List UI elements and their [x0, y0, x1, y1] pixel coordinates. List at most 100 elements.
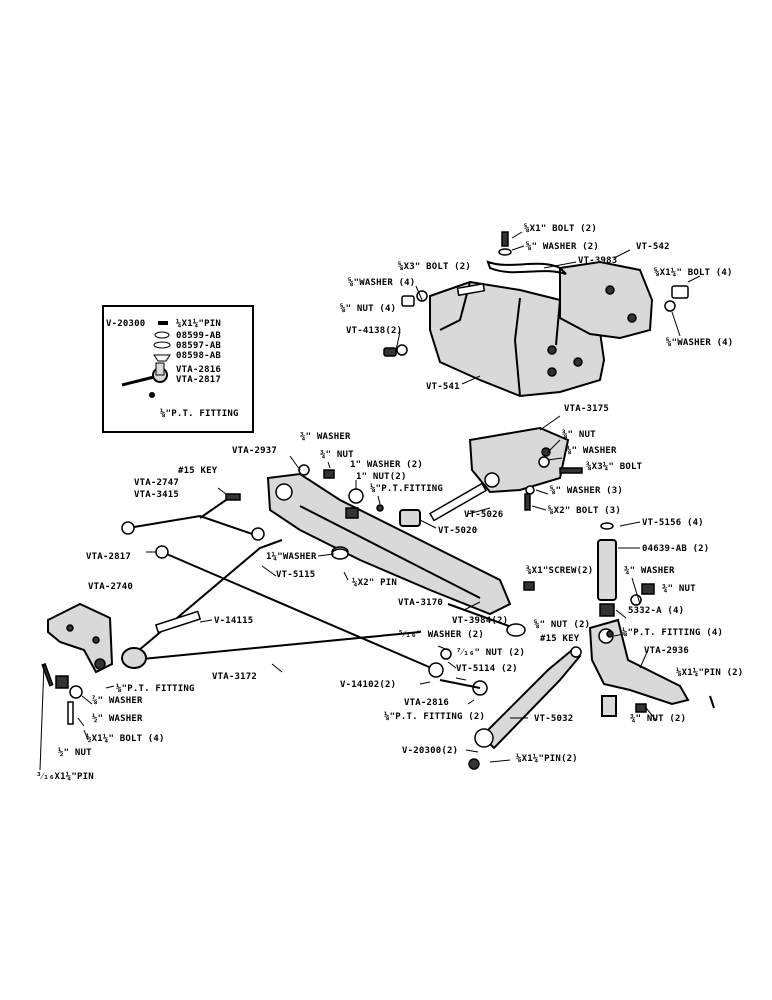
label-vt-5020: VT-5020 — [438, 526, 478, 536]
inset-label-08599: 08599-AB — [176, 331, 221, 341]
bracket-2740-hardware — [39, 663, 83, 771]
label-vt-5115: VT-5115 — [276, 570, 316, 580]
inset-label-08597: 08597-AB — [176, 341, 221, 351]
label-v-14102: V-14102(2) — [340, 680, 397, 690]
label-vta-2816: VTA-2816 — [404, 698, 449, 708]
label-washer-58-3: ⅝" WASHER (3) — [550, 486, 624, 496]
label-vt-4138: VT-4138(2) — [346, 326, 403, 336]
label-vta-3170: VTA-3170 — [398, 598, 443, 608]
label-bolt-58x114: ⅝X1¼" BOLT (4) — [654, 268, 733, 278]
label-pin-316x114: ³⁄₁₆X1¼"PIN — [36, 772, 94, 782]
inset-label-fitting: ⅛"P.T. FITTING — [160, 409, 239, 419]
label-pt-fitting-a: ⅛"P.T.FITTING — [370, 484, 444, 494]
label-washer-38: ⅜" WASHER — [566, 446, 617, 456]
label-pin-14x2: ¼X2" PIN — [352, 578, 397, 588]
label-washer-516: ⁵⁄₁₆" WASHER (2) — [398, 630, 484, 640]
label-vt-542: VT-542 — [636, 242, 670, 252]
inset-label-vta2816: VTA-2816 — [176, 365, 221, 375]
label-bolt-38x3: ⅜X3¼" BOLT — [586, 462, 643, 472]
inset-pin-shape — [158, 321, 168, 325]
inset-label-08598: 08598-AB — [176, 351, 221, 361]
spindle-hardware — [606, 583, 715, 713]
label-vt-5114: VT-5114 (2) — [456, 664, 518, 674]
label-04639: 04639-AB (2) — [642, 544, 710, 554]
inset-stud-shape — [121, 375, 155, 387]
label-vt-3984: VT-3984(2) — [452, 616, 509, 626]
label-pt-fitting-2: ⅛"P.T. FITTING (2) — [384, 712, 486, 722]
label-vt-5032: VT-5032 — [534, 714, 574, 724]
label-washer-34: ¾" WASHER — [300, 432, 351, 442]
label-nut-1: 1" NUT(2) — [356, 472, 407, 482]
label-washer-58-4: ⅝"WASHER (4) — [348, 278, 416, 288]
label-vta-2937: VTA-2937 — [232, 446, 277, 456]
label-nut-34-a: ¾" NUT — [320, 450, 354, 460]
inset-label-v20300: V-20300 — [106, 319, 146, 329]
leader-lines — [77, 231, 701, 763]
inset-neck-shape — [155, 362, 165, 376]
label-pt-fitting-4: ⅛"P.T. FITTING (4) — [622, 628, 724, 638]
bracket-vta-2740 — [47, 602, 114, 674]
label-vta-2740: VTA-2740 — [88, 582, 133, 592]
inset-fitting-shape — [149, 392, 155, 398]
bolt-v-14115 — [154, 610, 202, 634]
label-washer-114: 1¼"WASHER — [266, 552, 317, 562]
tie-rod-end-vta-2816 — [439, 581, 535, 770]
nut-washer-left-top — [383, 290, 428, 357]
tie-rod-vt-5115 — [155, 545, 444, 678]
bolt-58x3 — [456, 282, 486, 297]
label-screw-38x1: ⅜X1"SCREW(2) — [526, 566, 594, 576]
label-nut-716: ⁷⁄₁₆" NUT (2) — [456, 648, 526, 658]
label-v-14115: V-14115 — [214, 616, 254, 626]
inset-seal-shape — [153, 341, 171, 349]
label-pin-18x114-b: ⅛X1¼"PIN(2) — [516, 754, 578, 764]
label-key15-b: #15 KEY — [540, 634, 580, 644]
bushing-vt-5020 — [399, 509, 421, 527]
radius-rod-vta-2747 — [121, 493, 265, 541]
label-nut-58-4: ⅝" NUT (4) — [340, 304, 397, 314]
label-nut-34-2: ¾" NUT (2) — [630, 714, 687, 724]
label-v-20300: V-20300(2) — [402, 746, 459, 756]
inset-tie-rod-end-detail: V-20300 ¼X1¼"PIN 08599-AB 08597-AB 08598… — [102, 305, 254, 433]
label-nut-38: ⅜" NUT — [562, 430, 596, 440]
drag-link-vta-3170 — [447, 603, 526, 637]
beam-hardware — [298, 464, 384, 519]
steering-arm-vt-5032 — [474, 646, 582, 750]
pin-vt-5026 — [428, 482, 488, 522]
inset-nut-shape — [153, 354, 171, 362]
bracket-vta-3175 — [468, 426, 570, 494]
label-washer-58-2: ⅝" WASHER (2) — [526, 242, 600, 252]
label-washer-58-4b: ⅝"WASHER (4) — [666, 338, 734, 348]
label-washer-12: ½" WASHER — [92, 714, 143, 724]
bolt-top — [498, 231, 512, 256]
axle-center-vta-2937 — [266, 472, 512, 616]
label-vt-5156: VT-5156 (4) — [642, 518, 704, 528]
label-vt-3983: VT-3983 — [578, 256, 618, 266]
label-nut-12: ½" NUT — [58, 748, 92, 758]
inset-label-pin: ¼X1¼"PIN — [176, 319, 221, 329]
label-bolt-58x3: ⅝X3" BOLT (2) — [398, 262, 472, 272]
label-washer-1: 1" WASHER (2) — [350, 460, 424, 470]
label-bolt-58x2: ⅝X2" BOLT (3) — [548, 506, 622, 516]
label-nut-34-b: ¾" NUT — [662, 584, 696, 594]
inset-drawing — [121, 321, 171, 398]
bracket-small-hardware — [524, 456, 583, 511]
label-5332: 5332-A (4) — [628, 606, 685, 616]
label-washer-34-b: ¾" WASHER — [624, 566, 675, 576]
label-vta-3415: VTA-3415 — [134, 490, 179, 500]
label-vta-3175: VTA-3175 — [564, 404, 609, 414]
label-key15-a: #15 KEY — [178, 466, 218, 476]
label-vta-2936: VTA-2936 — [644, 646, 689, 656]
bracket-vt-542 — [559, 260, 654, 340]
label-vta-2817: VTA-2817 — [86, 552, 131, 562]
inset-washer-shape — [154, 331, 170, 339]
label-nut-58-2: ⅝" NUT (2) — [534, 620, 591, 630]
label-vta-2747: VTA-2747 — [134, 478, 179, 488]
inset-label-vta2817: VTA-2817 — [176, 375, 221, 385]
strap-vt-3983 — [486, 260, 567, 275]
label-vta-3172: VTA-3172 — [212, 672, 257, 682]
king-pin-04639 — [597, 522, 617, 717]
label-pin-18x114-2: ⅛X1¼"PIN (2) — [676, 668, 744, 678]
label-bolt-58x1: ⅝X1" BOLT (2) — [524, 224, 598, 234]
label-washer-78: ⅞" WASHER — [92, 696, 143, 706]
